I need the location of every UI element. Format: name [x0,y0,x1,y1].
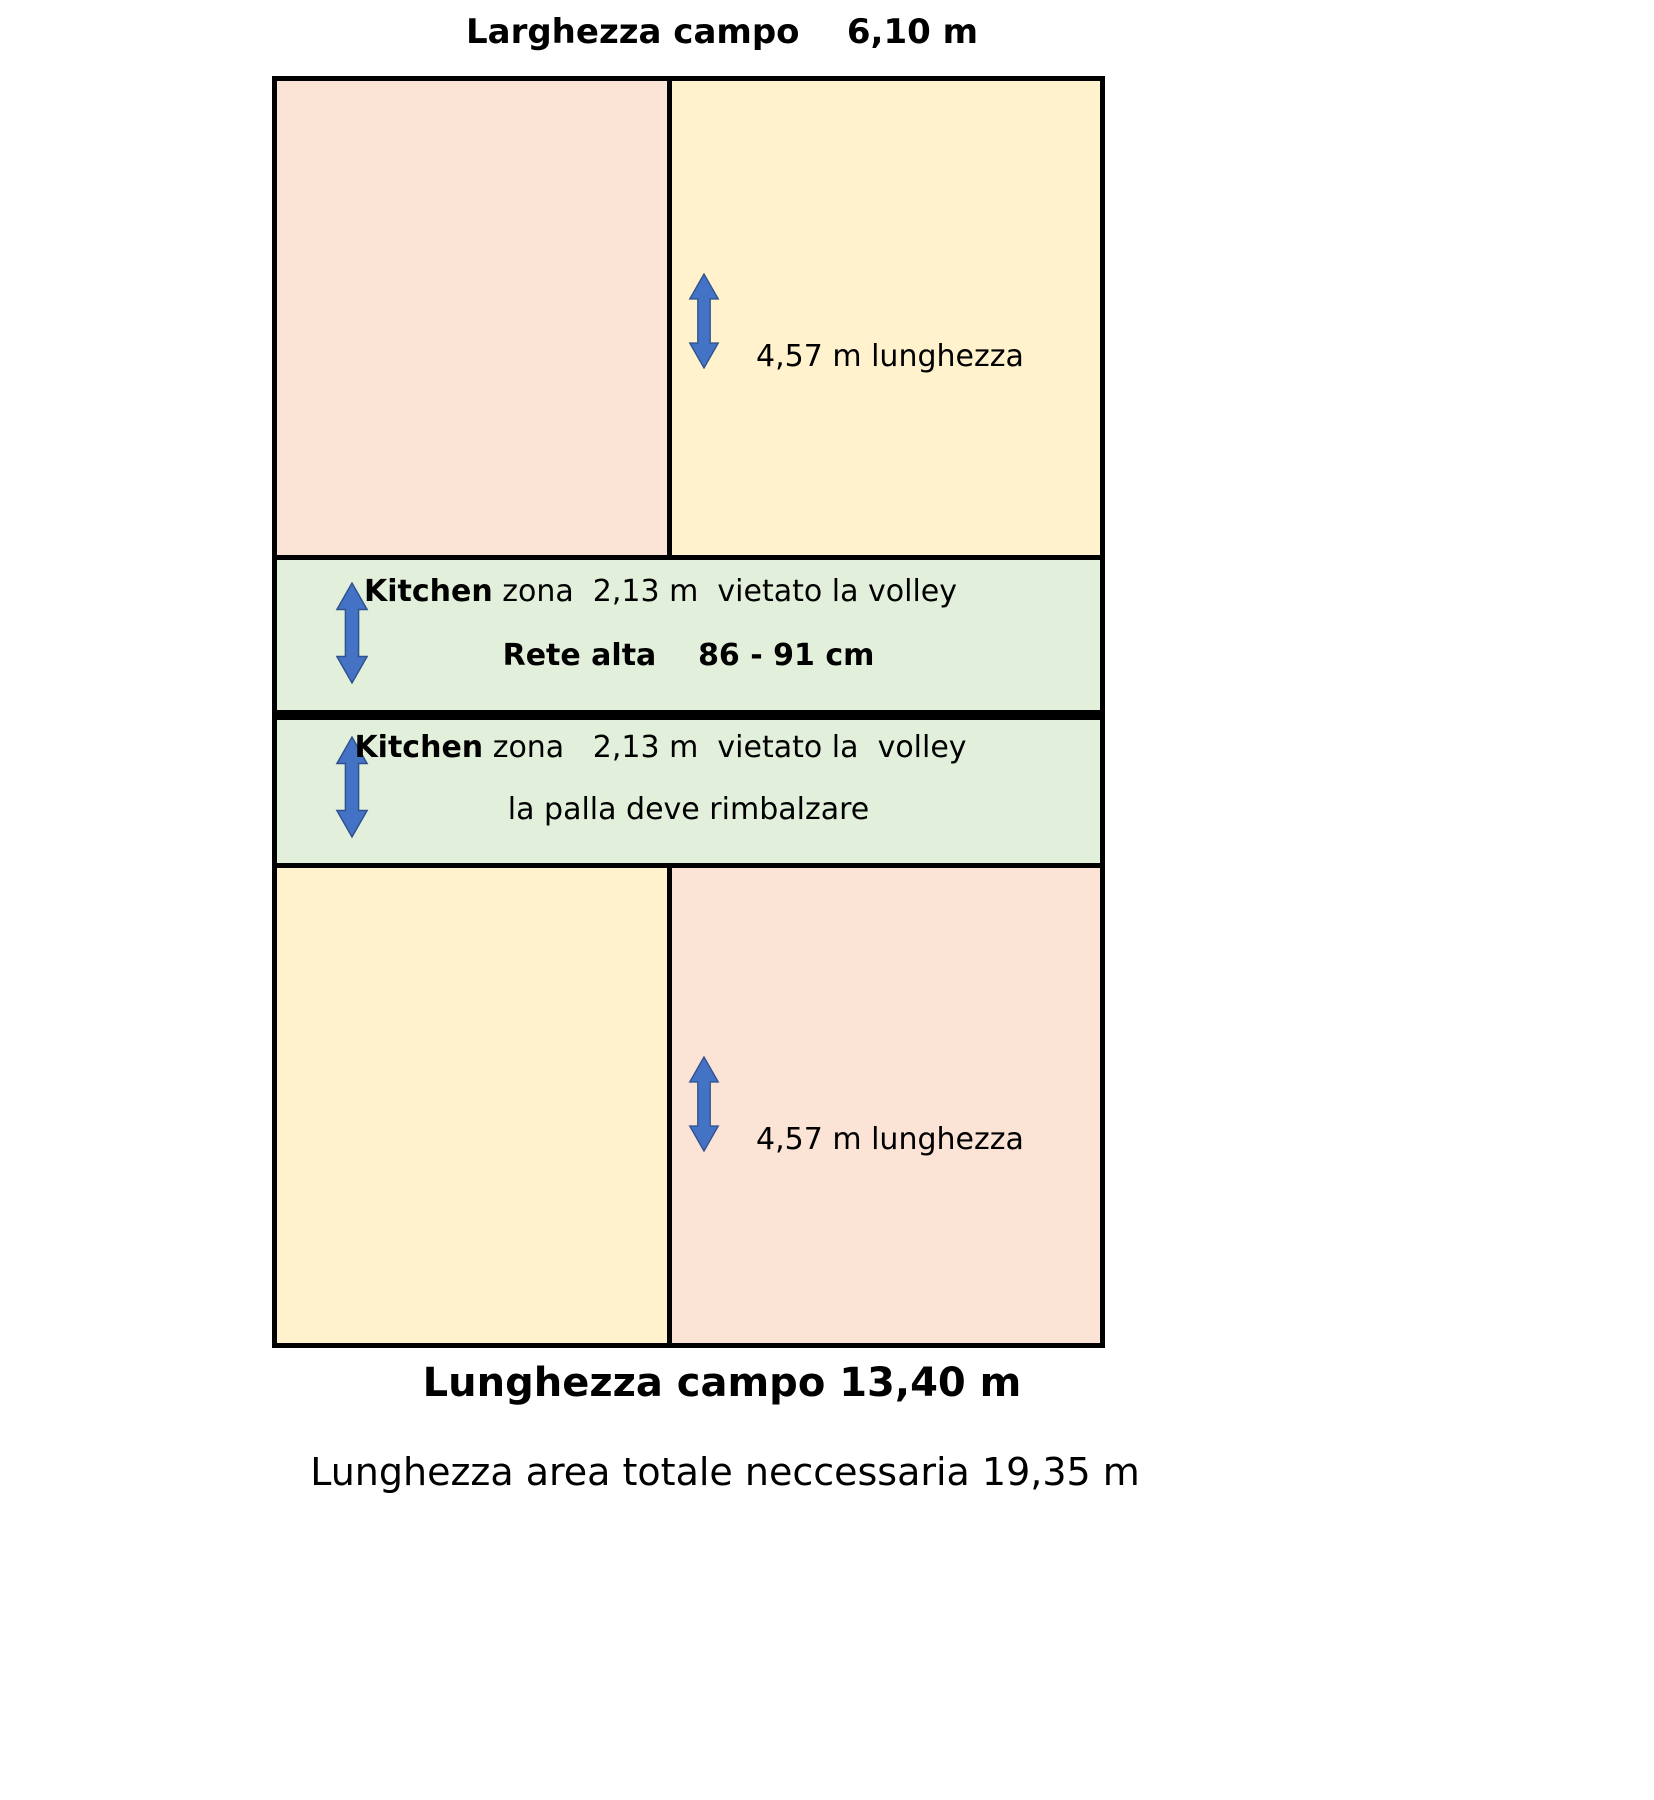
pickleball-court-diagram: 4,57 m lunghezza Kitchen zona 2,13 m vie… [272,76,1105,1348]
kitchen-word: Kitchen [363,574,493,609]
net-height-label: Rete alta 86 - 91 cm [502,638,875,673]
court-length-label: Lunghezza campo 13,40 m [422,1360,1022,1406]
kitchen-word: Kitchen [354,730,484,765]
vertical-measure-arrow-icon [335,736,369,838]
kitchen-top-line1: Kitchen zona 2,13 m vietato la volley [249,574,1072,609]
bounce-rule-label: la palla deve rimbalzare [507,792,870,827]
vertical-measure-arrow-icon [335,582,369,684]
kitchen-bottom-line1: Kitchen zona 2,13 m vietato la volley [249,730,1072,765]
kitchen-zone-bottom: Kitchen zona 2,13 m vietato la volley la… [277,720,1100,868]
court-bottom-half: 4,57 m lunghezza [277,868,1100,1343]
kitchen-rest: zona 2,13 m vietato la volley [483,730,967,765]
court-top-right-service-area: 4,57 m lunghezza [672,81,1100,555]
court-bottom-left-service-area [277,868,672,1343]
bottom-length-label: 4,57 m lunghezza [756,1122,1024,1157]
court-top-half: 4,57 m lunghezza [277,81,1100,560]
vertical-measure-arrow-icon [688,273,720,369]
total-area-label: Lunghezza area totale neccessaria 19,35 … [310,1450,1140,1494]
court-top-left-service-area [277,81,672,555]
kitchen-zone-top: Kitchen zona 2,13 m vietato la volley Re… [277,560,1100,710]
top-length-label: 4,57 m lunghezza [756,339,1024,374]
arrow-shape [688,273,720,369]
page-title: Larghezza campo 6,10 m [465,12,979,52]
kitchen-rest: zona 2,13 m vietato la volley [492,574,958,609]
arrow-shape [688,1056,720,1152]
net-line [277,710,1100,720]
vertical-measure-arrow-icon [688,1056,720,1152]
arrow-shape [335,736,369,838]
arrow-shape [335,582,369,684]
court-bottom-right-service-area: 4,57 m lunghezza [672,868,1100,1343]
